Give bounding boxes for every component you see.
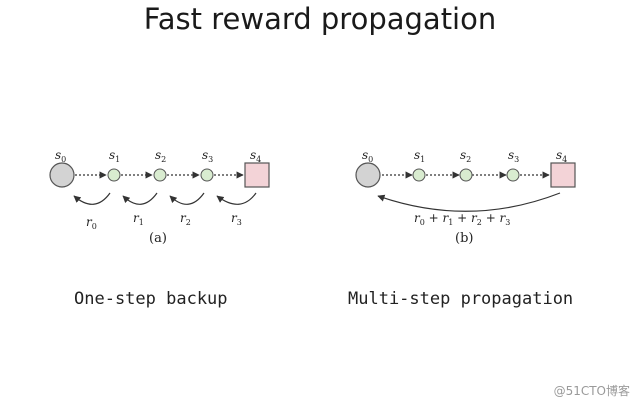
backup-arrow-a-2	[169, 192, 205, 205]
state-label-b-s1: s1	[414, 148, 425, 164]
slide-title: Fast reward propagation	[143, 2, 497, 36]
reward-sum-label-b: r0 + r1 + r2 + r3	[414, 211, 510, 227]
state-node-a-s2	[153, 168, 167, 182]
state-label-a-s4: s4	[250, 148, 261, 164]
state-label-b-s4: s4	[556, 148, 567, 164]
backup-arrow-a-3	[216, 192, 257, 205]
state-node-a-s3	[200, 168, 214, 182]
panel-label-a: (a)	[149, 231, 167, 246]
state-node-a-s0	[49, 162, 75, 188]
state-label-a-s1: s1	[109, 148, 120, 164]
reward-label-a-r3: r3	[231, 211, 242, 227]
state-node-a-s1	[107, 168, 121, 182]
state-label-a-s2: s2	[155, 148, 166, 164]
state-label-b-s3: s3	[508, 148, 519, 164]
state-label-a-s0: s0	[55, 148, 66, 164]
reward-label-a-r2: r2	[180, 211, 191, 227]
state-node-b-s1	[412, 168, 426, 182]
panel-label-b: (b)	[455, 231, 473, 246]
goal-node-b-s4	[550, 162, 576, 188]
propagation-arrow-b	[377, 192, 561, 212]
state-label-a-s3: s3	[202, 148, 213, 164]
panel-b: s0 s1 s2 s3 s4 r0 + r1 + r2 + r3 (b)	[355, 148, 576, 246]
backup-arrow-a-1	[122, 192, 158, 205]
state-label-b-s2: s2	[460, 148, 471, 164]
backup-arrow-a-0	[73, 192, 111, 205]
reward-label-a-r1: r1	[133, 211, 144, 227]
state-node-b-s0	[355, 162, 381, 188]
caption-one-step-backup: One-step backup	[74, 289, 228, 309]
reward-label-a-r0: r0	[86, 215, 97, 231]
state-node-b-s2	[459, 168, 473, 182]
watermark: @51CTO博客	[553, 384, 630, 398]
caption-multi-step-propagation: Multi-step propagation	[348, 289, 574, 309]
state-label-b-s0: s0	[362, 148, 373, 164]
state-node-b-s3	[506, 168, 520, 182]
goal-node-a-s4	[244, 162, 270, 188]
panel-a: s0 s1 s2 s3 s4 r0 r1 r2 r3 (a)	[49, 148, 270, 246]
